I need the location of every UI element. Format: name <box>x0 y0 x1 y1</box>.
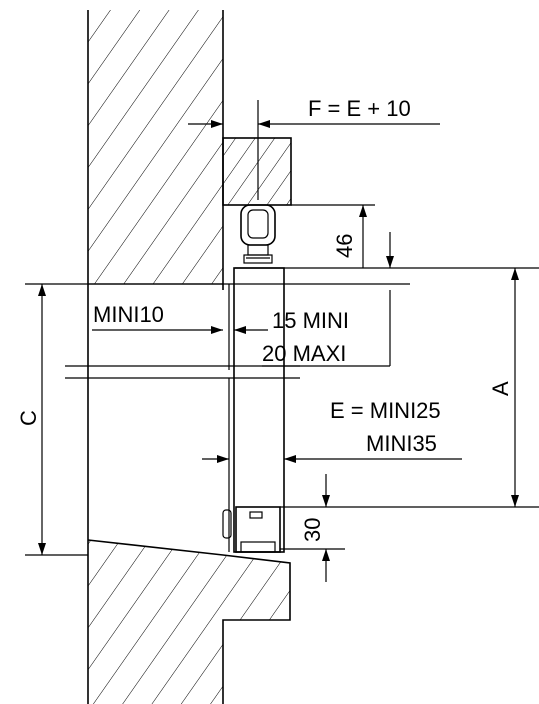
dimension-mini10: MINI10 15 MINI 20 MAXI <box>92 290 391 367</box>
dimension-46: 46 <box>291 204 394 268</box>
dimension-a: A <box>488 268 519 507</box>
f-formula-label: F = E + 10 <box>308 96 411 121</box>
e-mini25-label: E = MINI25 <box>330 398 441 423</box>
mini15-label: 15 MINI <box>272 308 349 333</box>
bottom-guide <box>222 506 281 553</box>
dim-a-label: A <box>488 381 513 396</box>
mini10-label: MINI10 <box>93 302 164 327</box>
wall-section <box>87 10 224 540</box>
dimension-30: 30 <box>280 474 539 582</box>
dimension-e: E = MINI25 MINI35 <box>202 398 462 463</box>
dim-30-label: 30 <box>300 518 325 542</box>
maxi20-label: 20 MAXI <box>262 341 346 366</box>
dim-46-label: 46 <box>332 234 357 258</box>
dim-c-label: C <box>16 410 41 426</box>
dimension-f: F = E + 10 <box>188 96 440 200</box>
top-rail-block <box>222 137 292 206</box>
floor-section <box>87 539 291 704</box>
dimension-c: C <box>16 284 88 556</box>
top-roller-carriage <box>240 204 276 264</box>
mini35-label: MINI35 <box>366 431 437 456</box>
